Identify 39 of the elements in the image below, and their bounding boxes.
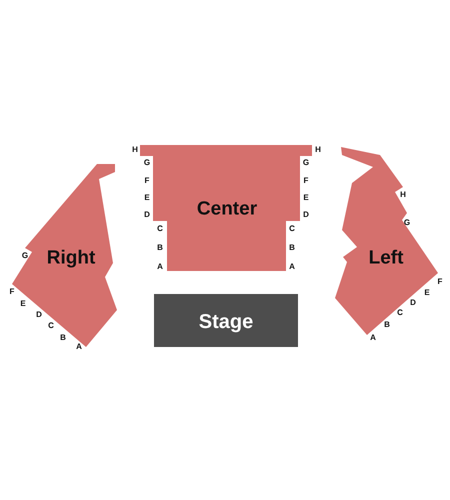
row-letter: E bbox=[303, 194, 309, 202]
row-letter: F bbox=[144, 177, 150, 185]
row-letter: B bbox=[60, 334, 66, 342]
row-letter: A bbox=[157, 263, 163, 271]
row-letter: B bbox=[157, 244, 163, 252]
row-letter: E bbox=[144, 194, 150, 202]
row-letter: A bbox=[370, 334, 376, 342]
row-letter: A bbox=[76, 343, 82, 351]
row-letter: C bbox=[289, 225, 295, 233]
stage-label: Stage bbox=[198, 312, 254, 332]
row-letter: F bbox=[10, 288, 14, 296]
stage bbox=[154, 294, 298, 347]
row-letter: B bbox=[384, 321, 390, 329]
row-letter: H bbox=[400, 191, 406, 199]
row-letter: H bbox=[315, 146, 321, 154]
row-letter: G bbox=[404, 219, 410, 227]
row-letter: C bbox=[48, 322, 54, 330]
section-label: Center bbox=[196, 200, 258, 218]
row-letter: E bbox=[424, 289, 430, 297]
row-letter: F bbox=[304, 177, 308, 185]
seating-section bbox=[12, 164, 117, 347]
section-label: Left bbox=[368, 248, 404, 268]
row-letter: G bbox=[22, 252, 28, 260]
row-letter: H bbox=[132, 146, 138, 154]
row-letter: D bbox=[144, 211, 150, 219]
row-letter: A bbox=[289, 263, 295, 271]
row-letter: C bbox=[157, 225, 163, 233]
row-letter: D bbox=[36, 311, 42, 319]
section-label: Right bbox=[46, 248, 96, 268]
row-letter: D bbox=[410, 299, 416, 307]
row-letter: G bbox=[302, 159, 310, 167]
seating-section bbox=[335, 147, 438, 335]
row-letter: G bbox=[144, 159, 150, 167]
row-letter: C bbox=[397, 309, 403, 317]
row-letter: B bbox=[289, 244, 295, 252]
row-letter: D bbox=[303, 211, 309, 219]
row-letter: F bbox=[438, 278, 442, 286]
seating-section bbox=[140, 145, 312, 271]
row-letter: E bbox=[20, 300, 26, 308]
